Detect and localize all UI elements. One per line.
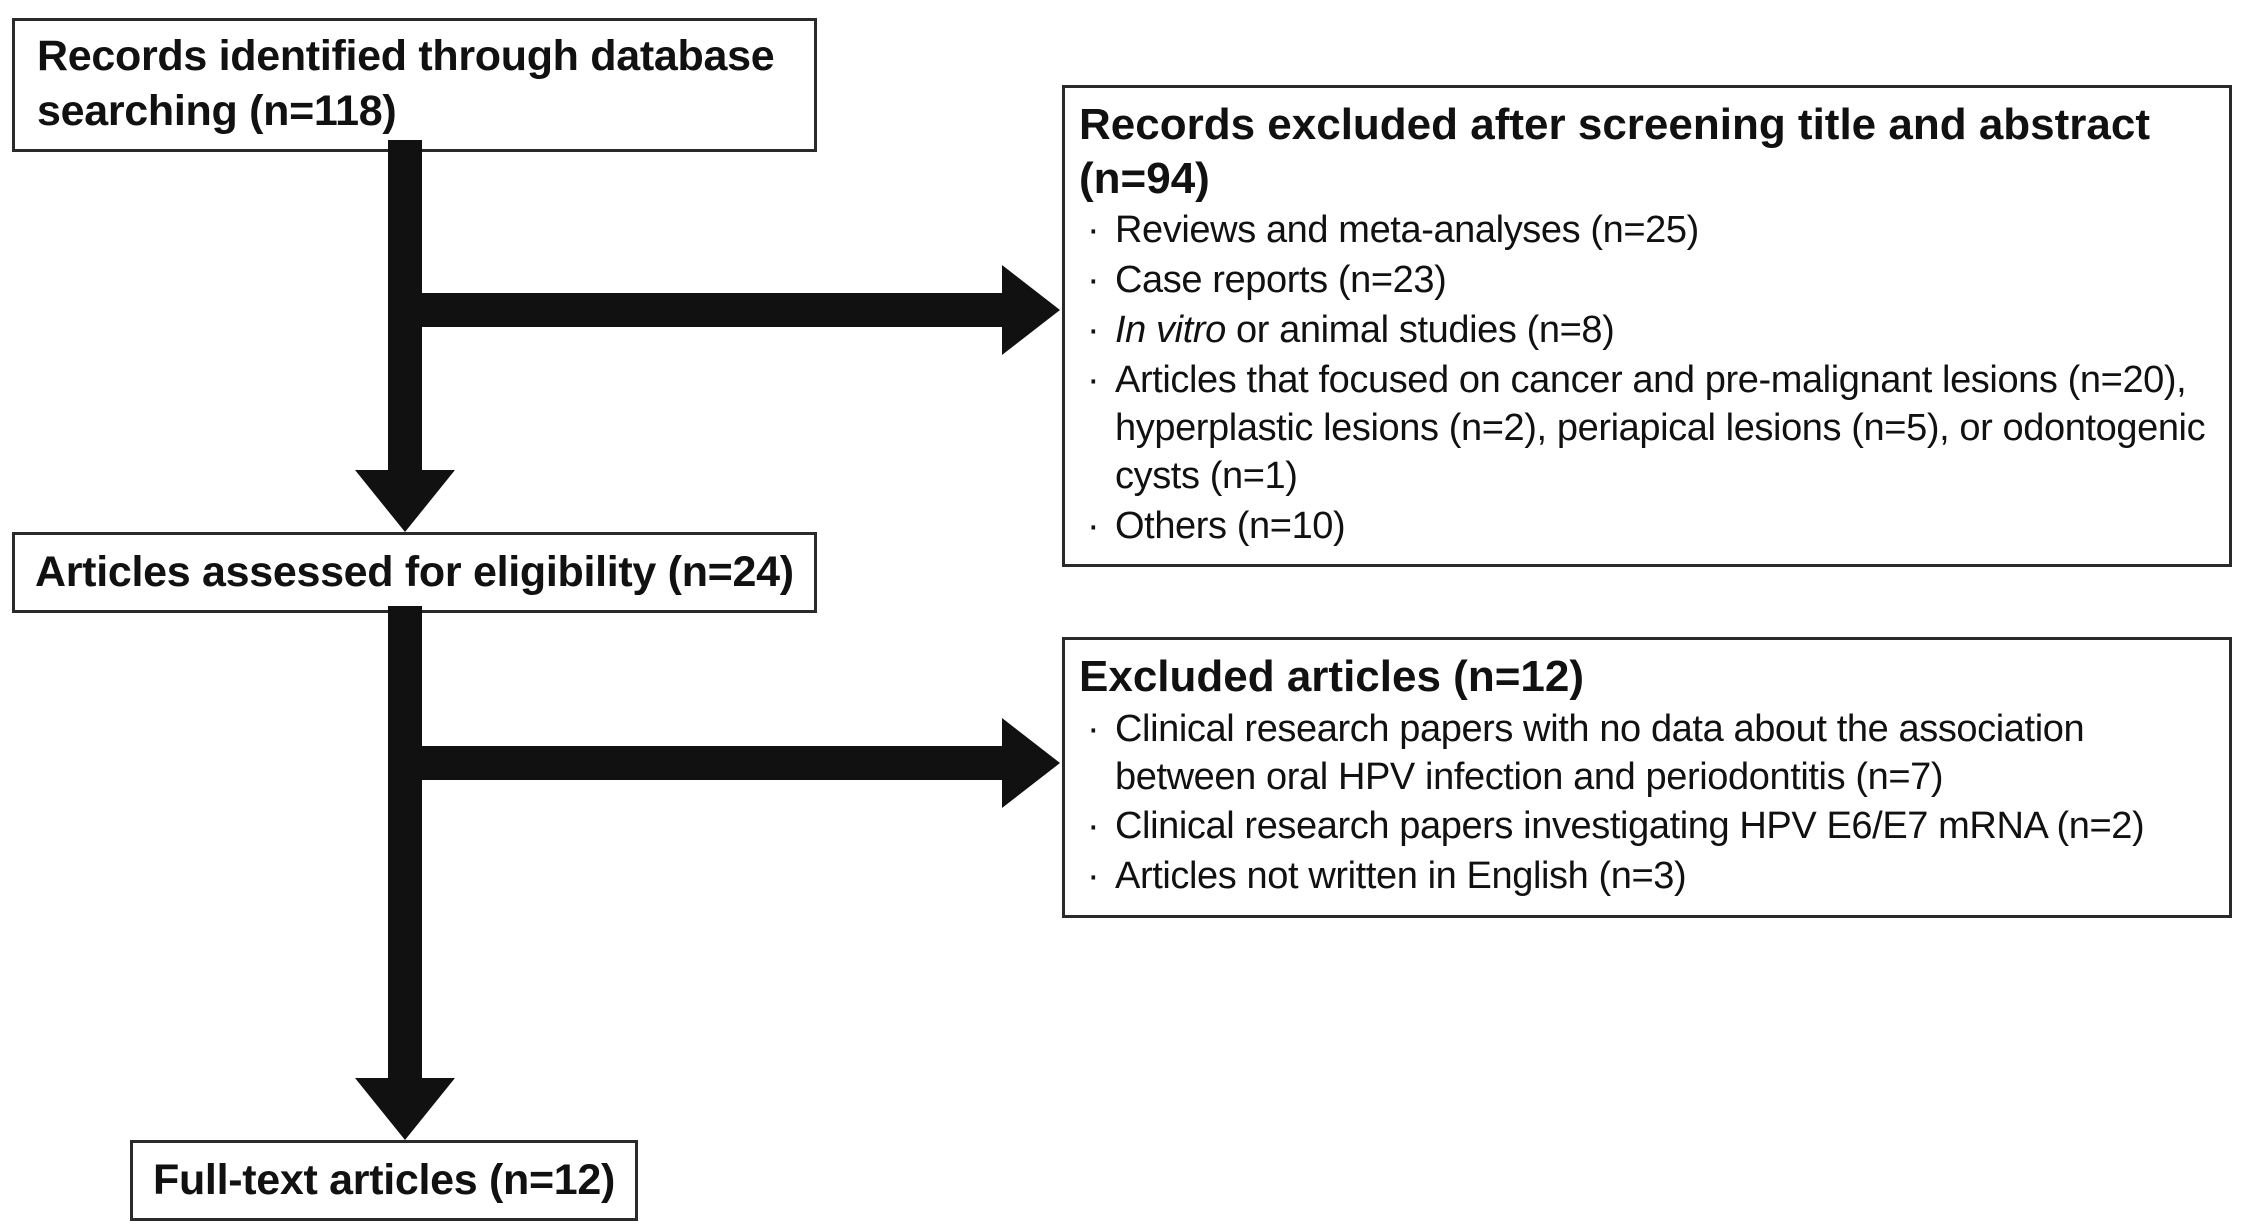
bullet-dot: ·	[1087, 209, 1100, 252]
excluded-articles-title: Excluded articles (n=12)	[1079, 652, 1584, 701]
exclusion-item: · Clinical research papers with no data …	[1079, 706, 2215, 802]
exclusion-item-text: Clinical research papers investigating H…	[1115, 805, 2145, 848]
articles-eligibility-label: Articles assessed for eligibility (n=24)	[35, 548, 794, 596]
exclusion-item-text: Clinical research papers with no data ab…	[1115, 707, 2085, 798]
arrow-down-1-head-icon	[355, 470, 455, 532]
box-records-identified: Records identified through database sear…	[12, 18, 817, 153]
arrow-right-1-head-icon	[1002, 265, 1060, 355]
box-excluded-articles: Excluded articles (n=12) · Clinical rese…	[1062, 637, 2232, 919]
exclusion-item: · Others (n=10)	[1079, 503, 2215, 551]
bullet-dot: ·	[1087, 259, 1100, 302]
arrow-right-2-shaft	[388, 746, 1002, 780]
box-screening-exclusions: Records excluded after screening title a…	[1062, 85, 2232, 568]
exclusion-item-text: Articles that focused on cancer and pre-…	[1115, 358, 2206, 497]
exclusion-item: · Clinical research papers investigating…	[1079, 803, 2215, 851]
bullet-dot: ·	[1087, 358, 1100, 401]
arrow-right-2-head-icon	[1002, 718, 1060, 808]
exclusion-item-text: Others (n=10)	[1115, 504, 1346, 547]
bullet-dot: ·	[1087, 805, 1100, 848]
exclusion-item: · Articles not written in English (n=3)	[1079, 853, 2215, 901]
exclusion-item-text: Reviews and meta-analyses (n=25)	[1115, 209, 1699, 252]
bullet-dot: ·	[1087, 855, 1100, 898]
exclusion-item: · Case reports (n=23)	[1079, 257, 2215, 305]
bullet-dot: ·	[1087, 309, 1100, 352]
exclusion-item-text: In vitro or animal studies (n=8)	[1115, 309, 1615, 352]
arrow-down-2-head-icon	[355, 1078, 455, 1140]
italic-phrase: In vitro	[1115, 309, 1226, 352]
exclusion-item-text: Articles not written in English (n=3)	[1115, 855, 1687, 898]
exclusion-item: · Articles that focused on cancer and pr…	[1079, 357, 2215, 501]
box-articles-eligibility: Articles assessed for eligibility (n=24)	[12, 532, 817, 614]
exclusion-item: · Reviews and meta-analyses (n=25)	[1079, 207, 2215, 255]
screening-exclusions-title: Records excluded after screening title a…	[1079, 100, 2151, 203]
exclusion-item: · In vitro or animal studies (n=8)	[1079, 307, 2215, 355]
records-identified-label: Records identified through database sear…	[37, 32, 775, 136]
box-fulltext-articles: Full-text articles (n=12)	[130, 1140, 639, 1222]
exclusion-item-text-rest: or animal studies (n=8)	[1225, 309, 1615, 352]
bullet-dot: ·	[1087, 504, 1100, 547]
arrow-down-2-shaft	[388, 606, 422, 1078]
fulltext-articles-label: Full-text articles (n=12)	[153, 1156, 616, 1204]
bullet-dot: ·	[1087, 707, 1100, 750]
exclusion-item-text: Case reports (n=23)	[1115, 259, 1447, 302]
arrow-right-1-shaft	[388, 293, 1002, 327]
